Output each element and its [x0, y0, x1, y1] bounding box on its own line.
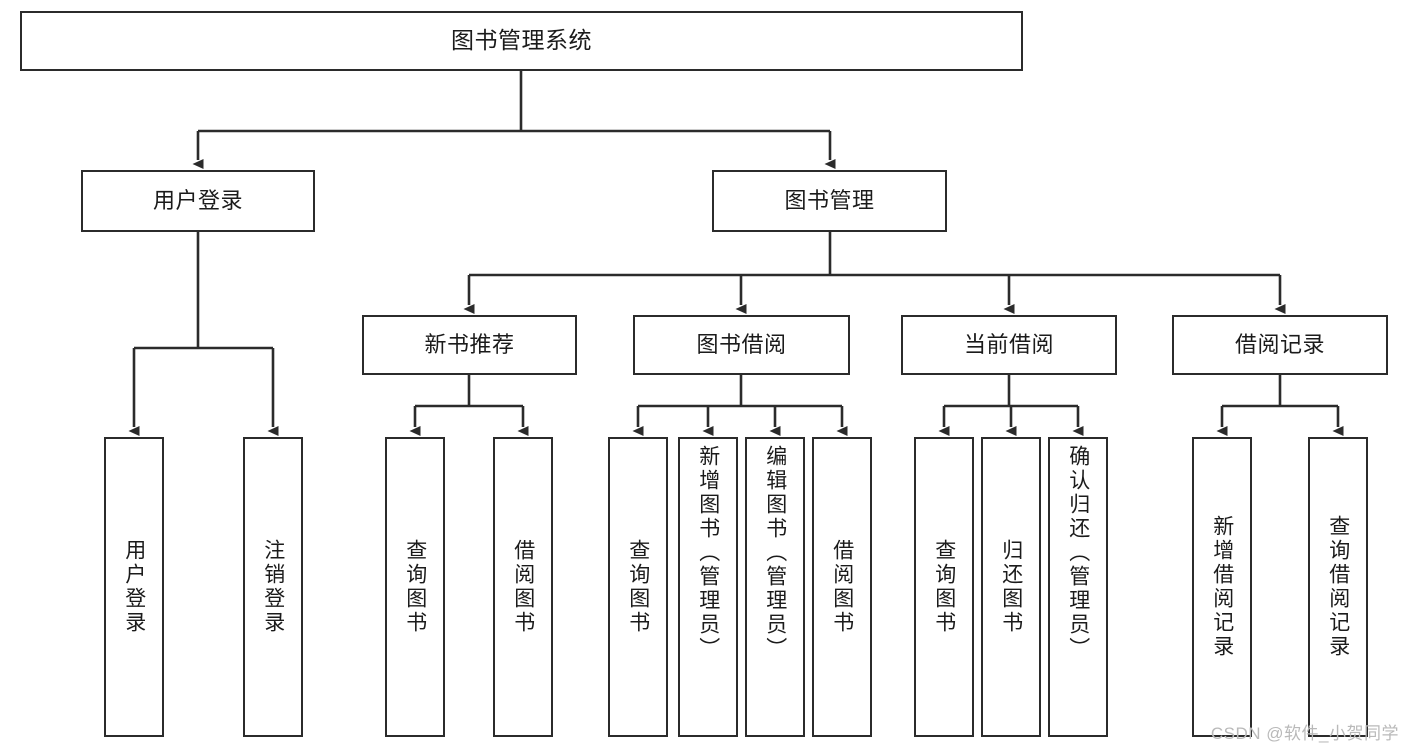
leaf-return-book[interactable]: 归还图书	[981, 437, 1041, 737]
leaf-edit-book-admin[interactable]: 编辑图书（管理员）	[745, 437, 805, 737]
node-label: 新书推荐	[424, 331, 515, 357]
node-label: 图书借阅	[696, 331, 787, 357]
node-label: 查询图书	[932, 539, 956, 635]
node-user-login[interactable]: 用户登录	[81, 170, 315, 232]
node-label: 查询图书	[626, 539, 650, 635]
node-borrowing-record[interactable]: 借阅记录	[1172, 315, 1388, 375]
leaf-query-book-current[interactable]: 查询图书	[914, 437, 974, 737]
node-label: 查询图书	[403, 539, 427, 635]
node-label: 编辑图书（管理员）	[763, 445, 787, 661]
leaf-add-borrow-record[interactable]: 新增借阅记录	[1192, 437, 1252, 737]
node-label: 用户登录	[122, 539, 146, 635]
node-label: 借阅记录	[1234, 331, 1325, 357]
node-label: 确认归还（管理员）	[1066, 445, 1090, 661]
node-label: 用户登录	[152, 187, 243, 213]
leaf-user-login[interactable]: 用户登录	[104, 437, 164, 737]
node-label: 新增借阅记录	[1210, 515, 1234, 659]
node-label: 图书管理系统	[451, 27, 592, 54]
leaf-query-borrow-record[interactable]: 查询借阅记录	[1308, 437, 1368, 737]
leaf-logout-login[interactable]: 注销登录	[243, 437, 303, 737]
node-book-management-system[interactable]: 图书管理系统	[20, 11, 1023, 71]
leaf-confirm-return-admin[interactable]: 确认归还（管理员）	[1048, 437, 1108, 737]
leaf-query-book-recommendation[interactable]: 查询图书	[385, 437, 445, 737]
leaf-add-book-admin[interactable]: 新增图书（管理员）	[678, 437, 738, 737]
node-label: 新增图书（管理员）	[696, 445, 720, 661]
node-book-management[interactable]: 图书管理	[712, 170, 947, 232]
node-label: 借阅图书	[830, 539, 854, 635]
leaf-query-book-borrowing[interactable]: 查询图书	[608, 437, 668, 737]
node-current-borrowing[interactable]: 当前借阅	[901, 315, 1117, 375]
node-book-borrowing[interactable]: 图书借阅	[633, 315, 850, 375]
node-label: 当前借阅	[963, 331, 1054, 357]
node-label: 归还图书	[999, 539, 1023, 635]
node-label: 注销登录	[261, 539, 285, 635]
node-label: 查询借阅记录	[1326, 515, 1350, 659]
node-new-book-recommendation[interactable]: 新书推荐	[362, 315, 577, 375]
leaf-borrow-book-recommendation[interactable]: 借阅图书	[493, 437, 553, 737]
node-label: 借阅图书	[511, 539, 535, 635]
node-label: 图书管理	[784, 187, 875, 213]
leaf-borrow-book-borrowing[interactable]: 借阅图书	[812, 437, 872, 737]
